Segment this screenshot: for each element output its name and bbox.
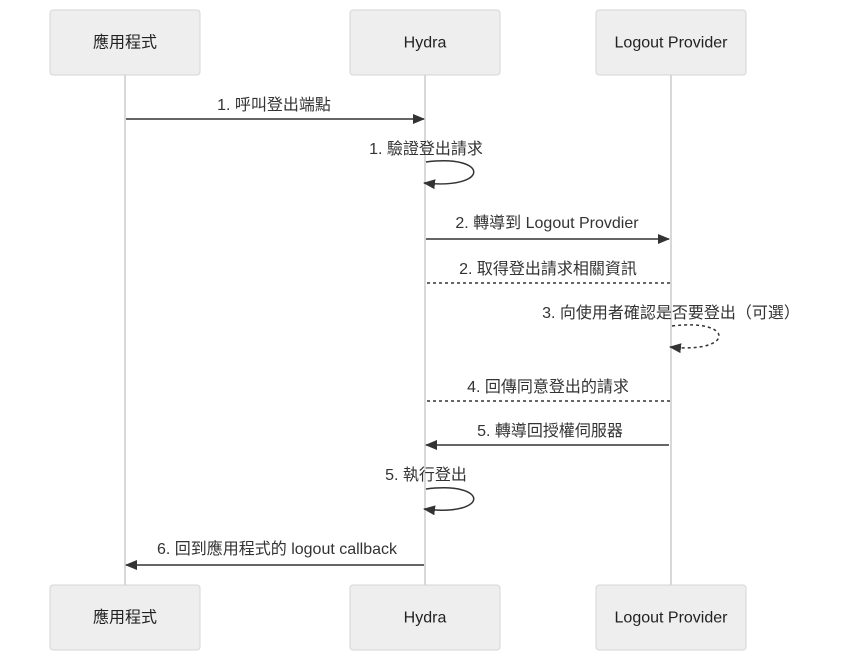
message-label: 1. 呼叫登出端點 — [217, 96, 331, 114]
actor-label: Logout Provider — [615, 610, 729, 627]
actor-bottom-hydra: Hydra — [349, 584, 501, 651]
message-label: 6. 回到應用程式的 logout callback — [157, 539, 398, 558]
message-label: 1. 驗證登出請求 — [369, 140, 483, 158]
message-label: 2. 轉導到 Logout Provdier — [455, 213, 639, 232]
actor-bottom-app: 應用程式 — [49, 584, 201, 651]
actor-box — [49, 9, 201, 76]
actor-box — [49, 584, 201, 651]
actor-label: Logout Provider — [615, 35, 729, 52]
actor-label: 應用程式 — [93, 608, 157, 627]
message-arrow — [423, 160, 475, 190]
actor-box — [595, 584, 747, 651]
message-label: 2. 取得登出請求相關資訊 — [459, 260, 637, 278]
actor-label: 應用程式 — [93, 33, 157, 52]
actor-box — [595, 9, 747, 76]
message-4-get-logout-request-info: 2. 取得登出請求相關資訊 — [427, 260, 670, 284]
message-label: 4. 回傳同意登出的請求 — [467, 377, 629, 396]
message-label: 5. 執行登出 — [385, 466, 467, 484]
actor-box — [349, 9, 501, 76]
actor-top-app: 應用程式 — [49, 9, 201, 76]
message-9-return-to-app-callback: 6. 回到應用程式的 logout callback — [125, 539, 424, 570]
message-7-redirect-back-to-auth-server: 5. 轉導回授權伺服器 — [425, 421, 669, 450]
message-6-return-consent: 4. 回傳同意登出的請求 — [427, 377, 670, 402]
actor-top-logout-provider: Logout Provider — [595, 9, 747, 76]
message-arrow — [669, 324, 720, 354]
actor-top-hydra: Hydra — [349, 9, 501, 76]
message-8-perform-logout: 5. 執行登出 — [385, 466, 475, 516]
message-label: 3. 向使用者確認是否要登出（可選） — [542, 304, 800, 322]
message-2-verify-logout-request: 1. 驗證登出請求 — [369, 140, 483, 190]
actor-label: Hydra — [404, 610, 447, 627]
message-5-confirm-logout-optional: 3. 向使用者確認是否要登出（可選） — [542, 304, 800, 354]
message-1-call-logout-endpoint: 1. 呼叫登出端點 — [126, 96, 425, 124]
actor-label: Hydra — [404, 35, 447, 52]
message-3-redirect-to-logout-provider: 2. 轉導到 Logout Provdier — [426, 213, 670, 244]
actor-bottom-logout-provider: Logout Provider — [595, 584, 747, 651]
message-arrow — [423, 487, 475, 516]
message-label: 5. 轉導回授權伺服器 — [477, 421, 623, 440]
actor-box — [349, 584, 501, 651]
